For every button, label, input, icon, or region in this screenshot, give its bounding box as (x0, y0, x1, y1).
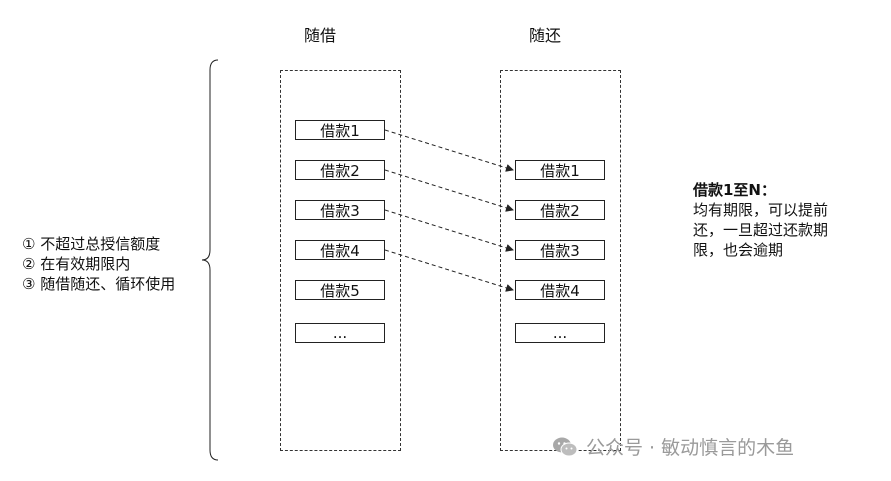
borrow-column-container (280, 70, 401, 451)
condition-item: ① 不超过总授信额度 (22, 235, 161, 253)
arrow-loan2 (384, 169, 514, 212)
borrow-item-more: ... (295, 323, 385, 343)
borrow-item: 借款1 (295, 120, 385, 140)
repay-item: 借款1 (515, 160, 605, 180)
watermark: 公众号 · 敏动慎言的木鱼 (552, 433, 794, 460)
repay-column-title: 随还 (528, 26, 561, 45)
note-line: 还，一旦超过还款期 (693, 221, 829, 239)
loan-note: 借款1至N： 均有期限，可以提前 还，一旦超过还款期 限，也会逾期 (693, 180, 868, 260)
arrow-loan3 (384, 209, 514, 252)
repay-item-more: ... (515, 323, 605, 343)
borrow-item: 借款4 (295, 240, 385, 260)
arrow-loan1 (384, 129, 514, 172)
condition-item: ③ 随借随还、循环使用 (22, 275, 176, 293)
borrow-column-title: 随借 (303, 26, 336, 45)
conditions-list: ① 不超过总授信额度 ② 在有效期限内 ③ 随借随还、循环使用 (22, 234, 175, 294)
watermark-text: 公众号 · 敏动慎言的木鱼 (586, 437, 795, 459)
note-line: 限，也会逾期 (693, 241, 784, 259)
repay-item: 借款3 (515, 240, 605, 260)
note-title: 借款1至N： (693, 181, 776, 199)
borrow-item: 借款2 (295, 160, 385, 180)
repay-item: 借款2 (515, 200, 605, 220)
borrow-item: 借款5 (295, 280, 385, 300)
borrow-item: 借款3 (295, 200, 385, 220)
condition-item: ② 在有效期限内 (22, 255, 131, 273)
note-line: 均有期限，可以提前 (693, 201, 829, 219)
arrow-loan4 (384, 249, 514, 292)
repay-item: 借款4 (515, 280, 605, 300)
wechat-icon (553, 437, 578, 456)
left-brace (201, 59, 219, 461)
